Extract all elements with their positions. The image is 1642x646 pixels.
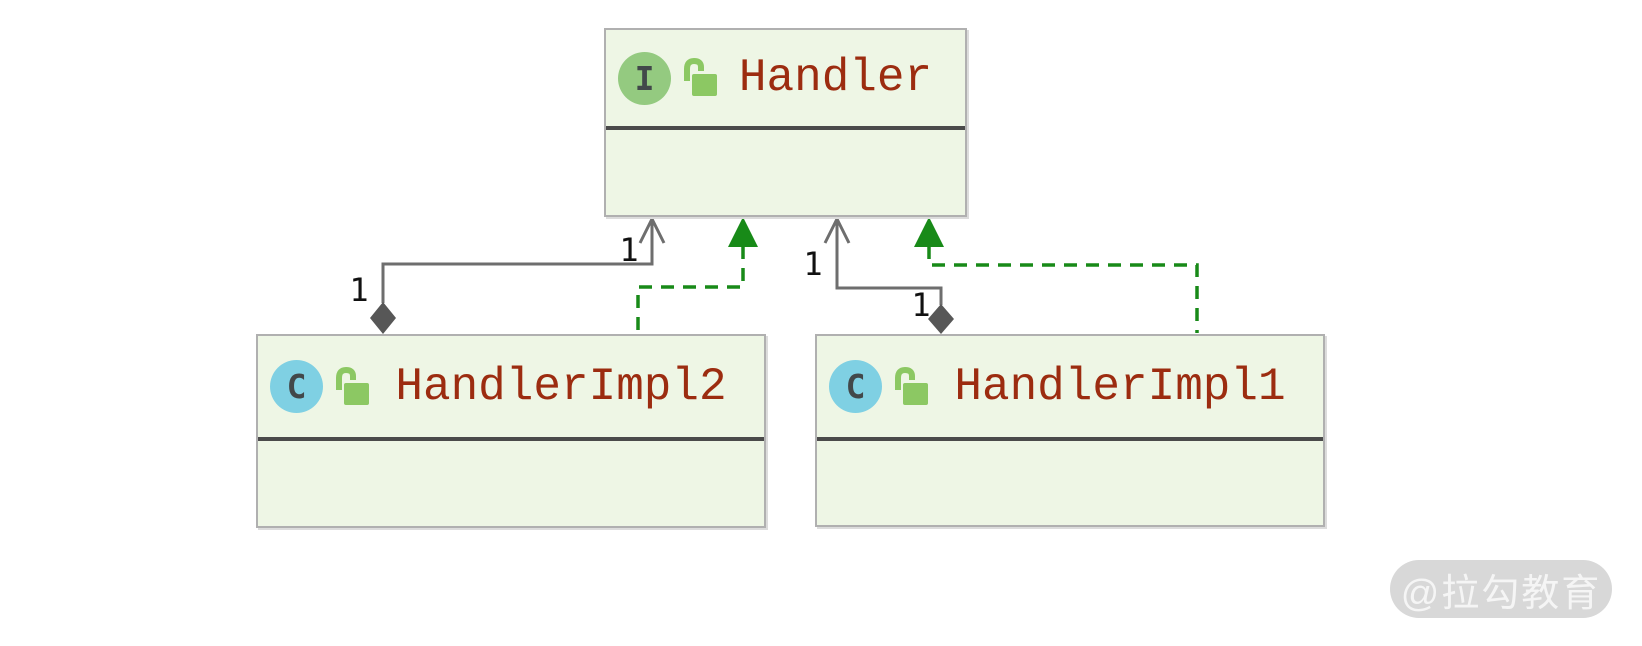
unlocked-padlock-icon (895, 366, 928, 405)
interface-icon: I (618, 51, 671, 105)
node-handlerimpl1-members (817, 441, 1323, 525)
class-icon: C (270, 360, 323, 413)
node-handlerimpl2-title: C HandlerImpl2 (258, 336, 764, 441)
multiplicity-label: 1 (619, 231, 639, 269)
class-badge-letter: C (286, 367, 307, 406)
node-handlerimpl1-name: HandlerImpl1 (954, 360, 1286, 413)
multiplicity-label: 1 (349, 271, 369, 309)
open-arrowhead-icon (823, 215, 851, 244)
unlocked-padlock-icon (684, 57, 717, 96)
edge-aggregation-impl2-handler[interactable] (370, 215, 666, 334)
edge-line[interactable] (927, 246, 1199, 333)
class-icon: C (829, 360, 882, 413)
realization-triangle-icon (914, 217, 944, 247)
edge-realization-impl2-handler[interactable] (636, 217, 758, 333)
node-handlerimpl2[interactable]: C HandlerImpl2 (256, 334, 766, 528)
unlocked-padlock-icon (336, 366, 369, 405)
node-handlerimpl1[interactable]: C HandlerImpl1 (815, 334, 1325, 527)
node-handlerimpl2-members (258, 441, 764, 526)
multiplicity-label: 1 (803, 245, 823, 283)
node-handlerimpl2-name: HandlerImpl2 (395, 360, 727, 413)
edge-realization-impl1-handler[interactable] (914, 217, 1199, 333)
class-badge-letter: C (845, 367, 866, 406)
open-arrowhead-icon (638, 215, 666, 244)
edge-line[interactable] (835, 219, 943, 305)
aggregation-diamond-icon (928, 304, 954, 334)
interface-badge-letter: I (634, 58, 655, 98)
node-handler-title: I Handler (606, 30, 965, 130)
edge-line[interactable] (381, 219, 654, 303)
aggregation-diamond-icon (370, 302, 396, 334)
node-handler[interactable]: I Handler (604, 28, 967, 217)
realization-triangle-icon (728, 217, 758, 247)
node-handler-name: Handler (738, 52, 933, 104)
edge-aggregation-impl1-handler[interactable] (823, 215, 954, 334)
watermark-badge: @拉勾教育 (1390, 560, 1612, 618)
node-handler-members (606, 130, 965, 215)
edge-line[interactable] (636, 246, 745, 333)
node-handlerimpl1-title: C HandlerImpl1 (817, 336, 1323, 441)
multiplicity-label: 1 (911, 286, 931, 324)
